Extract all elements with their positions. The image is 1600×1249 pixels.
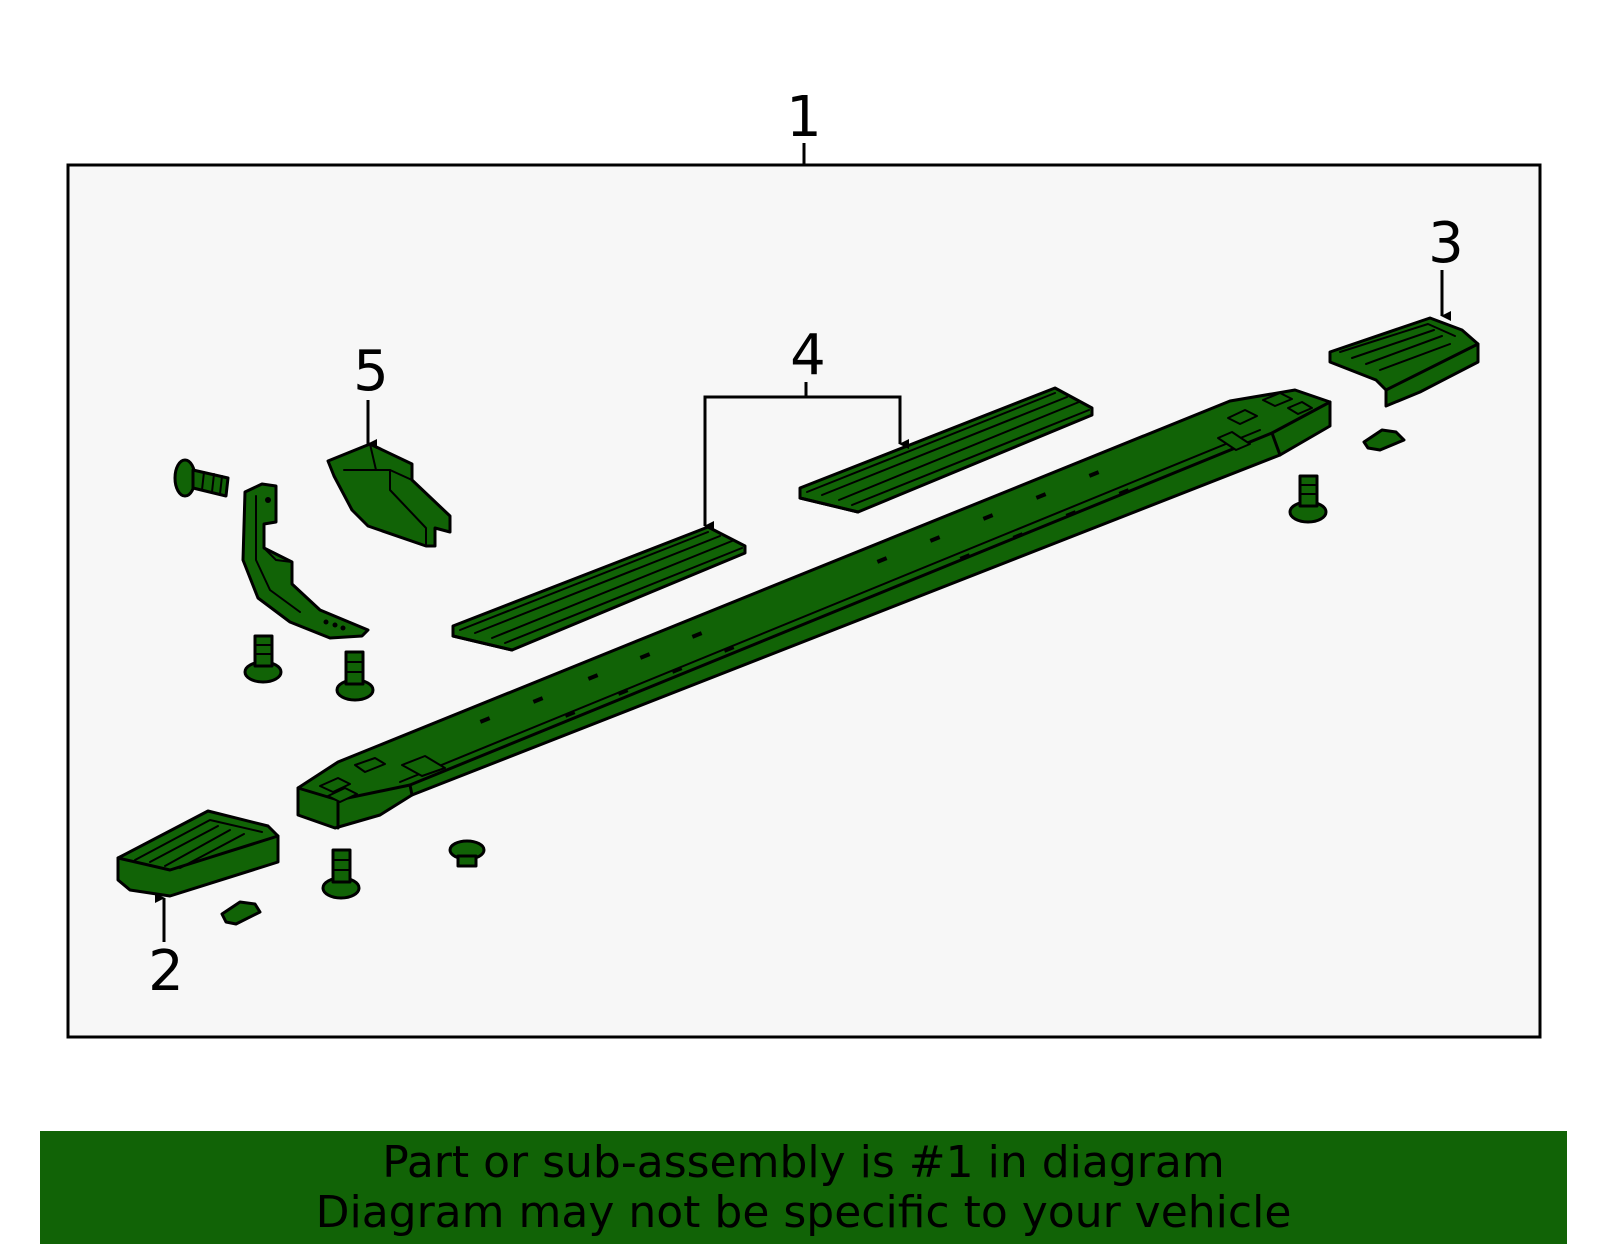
clip-rear [1362,428,1406,452]
end-cap-front [116,809,280,898]
end-cap-rear [1328,316,1480,408]
callout-4-bracket [703,395,909,531]
nut [448,839,486,868]
bolt-2 [335,650,375,702]
callout-4-label: 4 [790,323,826,388]
mounting-bracket-5 [326,442,452,548]
running-board [296,388,1332,830]
callout-2-label: 2 [148,939,184,1004]
callout-5-label: 5 [353,339,389,404]
banner-line-1: Part or sub-assembly is #1 in diagram [382,1136,1225,1188]
callout-1-label: 1 [786,85,822,150]
clip-front [220,900,262,926]
bolt-horizontal [173,458,230,498]
bolt-1 [243,634,283,684]
banner-line-2: Diagram may not be specific to your vehi… [315,1186,1292,1238]
info-banner: Part or sub-assembly is #1 in diagram Di… [40,1131,1567,1244]
bolt-4 [1288,474,1328,524]
bolt-3 [321,848,361,900]
info-banner-background [40,1131,1567,1244]
mounting-bracket-curved [241,482,370,640]
callout-3-label: 3 [1428,211,1464,276]
